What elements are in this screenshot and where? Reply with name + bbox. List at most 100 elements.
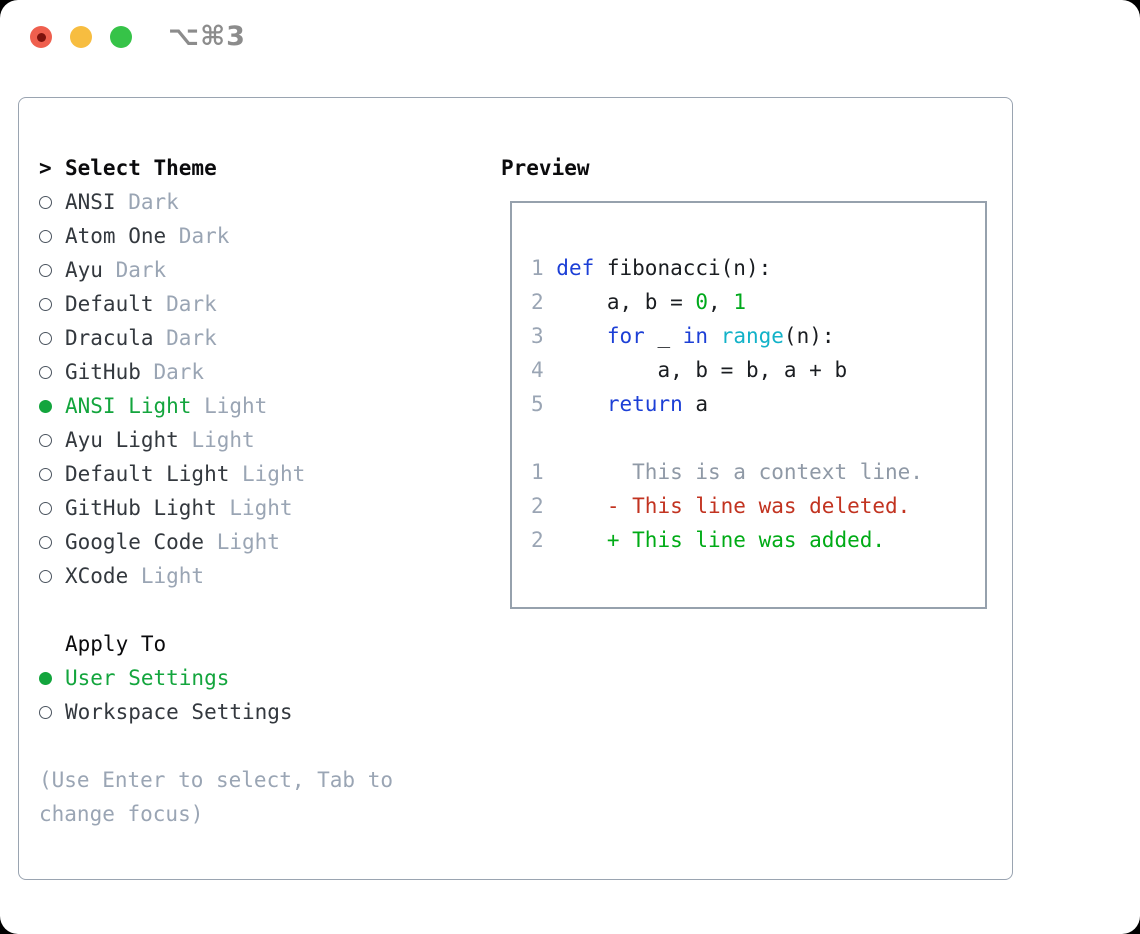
theme-option-xcode[interactable]: XCode Light — [39, 559, 479, 593]
line-number: 1 — [531, 256, 557, 280]
apply-option-workspace-settings[interactable]: Workspace Settings — [39, 695, 479, 729]
theme-option-github[interactable]: GitHub Dark — [39, 355, 479, 389]
code-line: 2 - This line was deleted. — [531, 489, 985, 523]
code-segment: range — [720, 324, 784, 348]
theme-variant-label: Light — [216, 496, 293, 520]
code-line: 4 a, b = b, a + b — [531, 353, 985, 387]
radio-unselected-icon[interactable] — [39, 467, 65, 481]
code-segment — [556, 392, 607, 416]
code-line: 5 return a — [531, 387, 985, 421]
apply-to-header: Apply To — [39, 627, 479, 661]
radio-circle — [39, 297, 52, 311]
theme-option-atom-one[interactable]: Atom One Dark — [39, 219, 479, 253]
radio-unselected-icon[interactable] — [39, 705, 65, 719]
radio-unselected-icon[interactable] — [39, 535, 65, 549]
option-label: Ayu — [65, 258, 103, 282]
theme-option-ansi-light[interactable]: ANSI Light Light — [39, 389, 479, 423]
line-number: 4 — [531, 358, 557, 382]
code-segment: fibonacci(n): — [594, 256, 772, 280]
radio-circle — [39, 331, 52, 345]
minimize-button[interactable] — [70, 26, 92, 48]
theme-option-default-light[interactable]: Default Light Light — [39, 457, 479, 491]
theme-variant-label: Light — [191, 394, 268, 418]
code-segment: a — [682, 392, 709, 416]
theme-variant-label: Light — [229, 462, 306, 486]
zoom-button[interactable] — [110, 26, 132, 48]
code-segment: - This line was deleted. — [556, 494, 911, 518]
preview-header: Preview — [501, 156, 590, 180]
radio-circle — [39, 263, 52, 277]
apply-to-label: Apply To — [65, 632, 167, 656]
theme-option-google-code[interactable]: Google Code Light — [39, 525, 479, 559]
option-label: Default Light — [65, 462, 230, 486]
radio-circle — [39, 467, 52, 481]
theme-variant-label: Dark — [140, 360, 205, 384]
radio-unselected-icon[interactable] — [39, 569, 65, 583]
code-segment: for — [606, 324, 645, 348]
code-line: 3 for _ in range(n): — [531, 319, 985, 353]
code-segment — [708, 324, 721, 348]
radio-circle — [39, 195, 52, 209]
option-label: Dracula — [65, 326, 154, 350]
option-label: Workspace Settings — [65, 700, 293, 724]
theme-variant-label: Light — [178, 428, 255, 452]
radio-circle — [39, 535, 52, 549]
radio-selected-icon[interactable] — [39, 399, 65, 413]
apply-option-user-settings[interactable]: User Settings — [39, 661, 479, 695]
radio-unselected-icon[interactable] — [39, 365, 65, 379]
theme-option-dracula[interactable]: Dracula Dark — [39, 321, 479, 355]
theme-option-ansi[interactable]: ANSI Dark — [39, 185, 479, 219]
close-button-dot — [36, 32, 46, 42]
code-segment: This is a context line. — [556, 460, 923, 484]
select-theme-label: Select Theme — [65, 156, 217, 180]
select-theme-header: > Select Theme — [39, 151, 479, 185]
radio-unselected-icon[interactable] — [39, 501, 65, 515]
radio-circle — [39, 569, 52, 583]
radio-unselected-icon[interactable] — [39, 433, 65, 447]
traffic-lights — [30, 26, 132, 48]
radio-unselected-icon[interactable] — [39, 297, 65, 311]
close-button[interactable] — [30, 26, 52, 48]
radio-unselected-icon[interactable] — [39, 229, 65, 243]
code-segment: in — [682, 324, 709, 348]
option-label: GitHub — [65, 360, 141, 384]
theme-variant-label: Light — [128, 564, 205, 588]
radio-circle — [39, 365, 52, 379]
option-label: Google Code — [65, 530, 205, 554]
code-segment: a, b = — [556, 290, 696, 314]
theme-option-ayu-light[interactable]: Ayu Light Light — [39, 423, 479, 457]
code-line: 1 This is a context line. — [531, 455, 985, 489]
code-segment: (n): — [783, 324, 835, 348]
radio-circle — [39, 229, 52, 243]
theme-variant-label: Dark — [115, 190, 179, 214]
code-segment: return — [606, 392, 683, 416]
radio-circle — [39, 399, 52, 413]
radio-unselected-icon[interactable] — [39, 195, 65, 209]
radio-unselected-icon[interactable] — [39, 331, 65, 345]
line-number: 3 — [531, 324, 557, 348]
option-label: Atom One — [65, 224, 167, 248]
radio-circle — [39, 433, 52, 447]
line-number: 5 — [531, 392, 557, 416]
radio-circle — [39, 501, 52, 515]
code-segment: 1 — [733, 290, 746, 314]
window-title: ⌥⌘3 — [168, 21, 246, 52]
code-segment: , — [708, 290, 734, 314]
theme-option-ayu[interactable]: Ayu Dark — [39, 253, 479, 287]
option-label: Ayu Light — [65, 428, 179, 452]
radio-unselected-icon[interactable] — [39, 263, 65, 277]
line-number: 2 — [531, 290, 557, 314]
code-segment: def — [556, 256, 595, 280]
theme-option-github-light[interactable]: GitHub Light Light — [39, 491, 479, 525]
code-line — [531, 421, 985, 455]
theme-option-default[interactable]: Default Dark — [39, 287, 479, 321]
theme-variant-label: Dark — [102, 258, 167, 282]
radio-selected-icon[interactable] — [39, 671, 65, 685]
code-segment: + This line was added. — [556, 528, 886, 552]
theme-variant-label: Light — [204, 530, 280, 554]
code-segment: _ — [644, 324, 683, 348]
